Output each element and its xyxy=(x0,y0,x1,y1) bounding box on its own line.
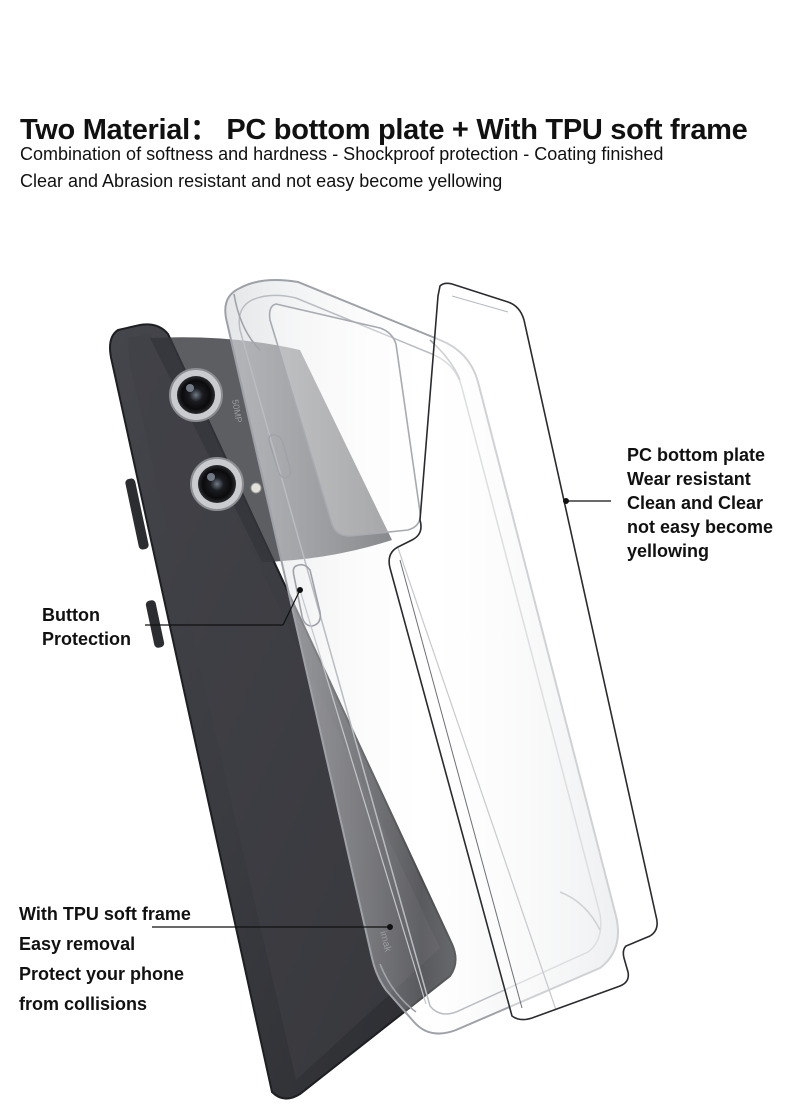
callout-tpu-line: Protect your phone xyxy=(19,964,185,984)
leader-dot-button xyxy=(297,586,304,593)
camera-module: 50MP xyxy=(169,368,262,511)
leader-dot-tpu xyxy=(387,923,394,930)
callout-button-line: Protection xyxy=(42,629,132,649)
callout-tpu-line: from collisions xyxy=(19,994,148,1014)
subheadline-features: Combination of softness and hardness - S… xyxy=(20,144,664,164)
callout-pc-line: Clean and Clear xyxy=(627,493,764,513)
camera-label: 50MP xyxy=(230,399,244,424)
headline-title: Two Material： PC bottom plate + With TPU… xyxy=(20,114,748,146)
callout-tpu-frame: With TPU soft frame Easy removal Protect… xyxy=(19,899,191,1019)
leader-line-button-diag xyxy=(282,589,301,626)
leader-dot-pc xyxy=(562,498,569,505)
callout-tpu-line: With TPU soft frame xyxy=(19,904,191,924)
callout-button-line: Button xyxy=(42,605,100,625)
callout-lines xyxy=(145,498,611,930)
callout-pc-line: PC bottom plate xyxy=(627,445,765,465)
callout-pc-line: Wear resistant xyxy=(627,469,751,489)
callout-pc-plate: PC bottom plate Wear resistant Clean and… xyxy=(627,443,773,563)
callout-pc-line: not easy become xyxy=(627,517,774,537)
callout-pc-line: yellowing xyxy=(627,541,710,561)
pc-back-plate xyxy=(388,282,658,1021)
callout-button-protection: Button Protection xyxy=(42,603,131,651)
callout-tpu-line: Easy removal xyxy=(19,934,136,954)
subheadline-properties: Clear and Abrasion resistant and not eas… xyxy=(20,171,503,191)
